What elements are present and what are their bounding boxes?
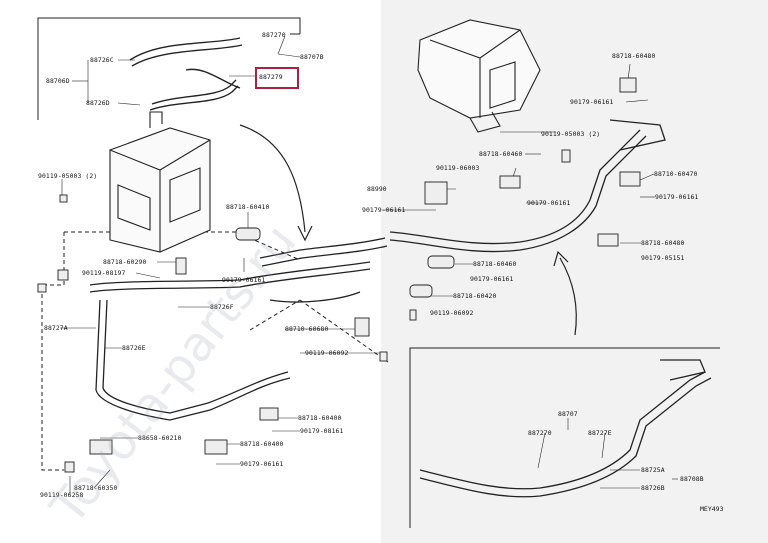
- pipe-set-left-lower: [89, 237, 388, 421]
- heater-unit-left: [109, 111, 211, 253]
- highlighted-part-box[interactable]: [255, 67, 299, 89]
- part-label-90179-06161-g[interactable]: 90179-06161: [470, 275, 514, 283]
- part-label-88726f[interactable]: 88726F: [210, 303, 234, 311]
- part-label-88706d[interactable]: 88706D: [46, 77, 70, 85]
- part-label-88718-60290[interactable]: 88718-60290: [103, 258, 147, 266]
- heater-unit-right: [417, 19, 541, 133]
- part-label-88725a[interactable]: 88725A: [641, 466, 665, 474]
- pipe-set-top-left: [129, 37, 243, 111]
- part-label-88718-60460-b[interactable]: 88718-60460: [473, 260, 517, 268]
- part-label-90179-05151[interactable]: 90179-05151: [641, 254, 685, 262]
- part-label-88710-60680[interactable]: 88710-60680: [285, 325, 329, 333]
- part-label-88658-60210[interactable]: 88658-60210: [138, 434, 182, 442]
- part-label-88726b[interactable]: 88726B: [641, 484, 665, 492]
- part-label-88726d[interactable]: 88726D: [86, 99, 110, 107]
- part-label-90119-06258[interactable]: 90119-06258: [40, 491, 84, 499]
- part-label-90119-06092-b[interactable]: 90119-06092: [430, 309, 474, 317]
- part-label-88726e[interactable]: 88726E: [122, 344, 146, 352]
- fasteners: [37, 77, 641, 473]
- part-label-88718-60480[interactable]: 88718-60480: [641, 239, 685, 247]
- part-label-90179-06161-d[interactable]: 90179-06161: [362, 206, 406, 214]
- part-label-90179-06161-b[interactable]: 90179-06161: [240, 460, 284, 468]
- part-label-88710-60470[interactable]: 88710-60470: [654, 170, 698, 178]
- arrow-up-right: [559, 257, 577, 336]
- part-label-88718-60460[interactable]: 88718-60460: [479, 150, 523, 158]
- part-label-88726c[interactable]: 88726C: [90, 56, 114, 64]
- part-label-88708b[interactable]: 88708B: [680, 475, 704, 483]
- part-label-887270-top[interactable]: 887270: [262, 31, 286, 39]
- part-label-90179-06161-c[interactable]: 90179-06161: [570, 98, 614, 106]
- part-label-88718-60480-r[interactable]: 88718-60480: [612, 52, 656, 60]
- part-label-90179-06161-a[interactable]: 90179-06161: [222, 276, 266, 284]
- arrow-left-to-center: [239, 124, 306, 233]
- part-label-90119-05003-left[interactable]: 90119-05003 (2): [38, 172, 98, 180]
- part-label-88707b-top[interactable]: 88707B: [300, 53, 324, 61]
- part-label-88718-60400-b[interactable]: 88718-60400: [240, 440, 284, 448]
- part-label-90179-06161-f[interactable]: 90179-06161: [655, 193, 699, 201]
- part-label-90119-06003[interactable]: 90119-06003: [436, 164, 480, 172]
- pipe-set-right-middle: [389, 119, 666, 253]
- part-label-90119-05003-right[interactable]: 90119-05003 (2): [541, 130, 601, 138]
- part-label-88718-60410[interactable]: 88718-60410: [226, 203, 270, 211]
- part-label-90119-06092-a[interactable]: 90119-06092: [305, 349, 349, 357]
- part-label-88718-60400[interactable]: 88718-60400: [298, 414, 342, 422]
- part-label-88727e[interactable]: 88727E: [588, 429, 612, 437]
- part-label-88707[interactable]: 88707: [558, 410, 578, 418]
- part-label-90119-08197[interactable]: 90119-08197: [82, 269, 126, 277]
- figure-id: MEY493: [700, 505, 724, 513]
- part-label-88990[interactable]: 88990: [367, 185, 387, 193]
- part-label-88718-60420[interactable]: 88718-60420: [453, 292, 497, 300]
- part-label-88718-60350[interactable]: 88718-60350: [74, 484, 118, 492]
- part-label-90179-06161-e[interactable]: 90179-06161: [527, 199, 571, 207]
- frame-top-left: [37, 17, 301, 120]
- pipe-set-bottom-right: [419, 359, 712, 498]
- part-label-887270-bottom[interactable]: 887270: [528, 429, 552, 437]
- dashed-frame-left: [41, 232, 65, 471]
- leader-lines: [60, 35, 678, 494]
- part-label-88727a[interactable]: 88727A: [44, 324, 68, 332]
- frame-bottom-right: [409, 347, 720, 528]
- part-label-90179-08161[interactable]: 90179-08161: [300, 427, 344, 435]
- part-label-887279[interactable]: 887279: [259, 73, 283, 81]
